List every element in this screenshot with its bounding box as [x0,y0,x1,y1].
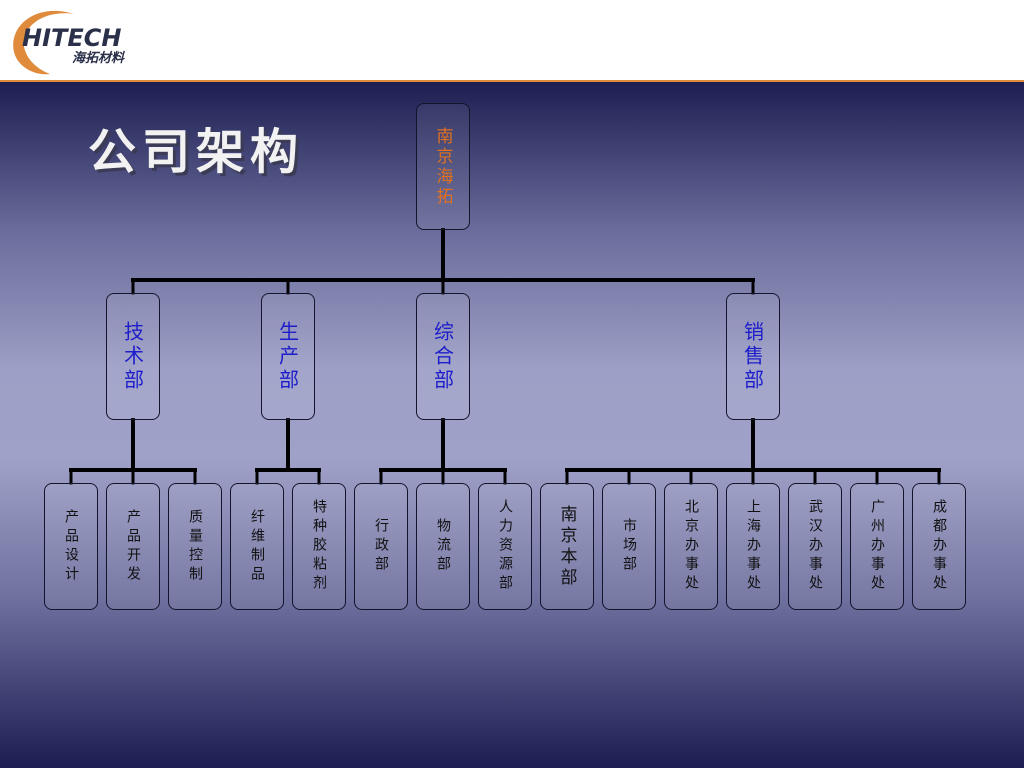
unit-label: 市场部 [621,518,637,575]
unit-node: 南京本部 [540,483,594,610]
dept-label: 综合部 [430,320,455,393]
dept-node-production: 生产部 [261,293,315,420]
unit-label: 武汉办事处 [807,499,823,594]
unit-label: 南京本部 [556,504,577,589]
unit-node: 产品开发 [106,483,160,610]
org-root-label: 南京海拓 [432,126,453,207]
unit-node: 上海办事处 [726,483,780,610]
logo-text: HITECH [22,24,121,52]
slide-body [0,82,1024,768]
unit-label: 北京办事处 [683,499,699,594]
unit-label: 纤维制品 [249,508,265,585]
page-title: 公司架构 [88,124,305,180]
dept-label: 生产部 [275,320,300,393]
unit-label: 人力资源部 [497,499,513,594]
logo-swoosh [13,10,74,75]
dept-node-tech: 技术部 [106,293,160,420]
unit-label: 广州办事处 [869,499,885,594]
header-bar: HITECH 海拓材料 [0,0,1024,82]
unit-label: 行政部 [373,518,389,575]
dept-node-general: 综合部 [416,293,470,420]
dept-label: 销售部 [740,320,765,393]
unit-node: 成都办事处 [912,483,966,610]
unit-label: 成都办事处 [931,499,947,594]
dept-label: 技术部 [120,320,145,393]
unit-node: 武汉办事处 [788,483,842,610]
unit-node: 行政部 [354,483,408,610]
unit-label: 物流部 [435,518,451,575]
unit-node: 市场部 [602,483,656,610]
unit-label: 质量控制 [187,508,203,585]
unit-label: 上海办事处 [745,499,761,594]
unit-node: 广州办事处 [850,483,904,610]
unit-label: 特种胶粘剂 [311,499,327,594]
org-root-node: 南京海拓 [416,103,470,230]
dept-node-sales: 销售部 [726,293,780,420]
unit-node: 北京办事处 [664,483,718,610]
unit-node: 人力资源部 [478,483,532,610]
unit-label: 产品设计 [63,508,79,585]
unit-node: 物流部 [416,483,470,610]
unit-node: 质量控制 [168,483,222,610]
logo-subtext: 海拓材料 [72,50,125,66]
unit-node: 产品设计 [44,483,98,610]
unit-label: 产品开发 [125,508,141,585]
hitech-logo: HITECH 海拓材料 [13,10,125,75]
unit-node: 特种胶粘剂 [292,483,346,610]
unit-node: 纤维制品 [230,483,284,610]
